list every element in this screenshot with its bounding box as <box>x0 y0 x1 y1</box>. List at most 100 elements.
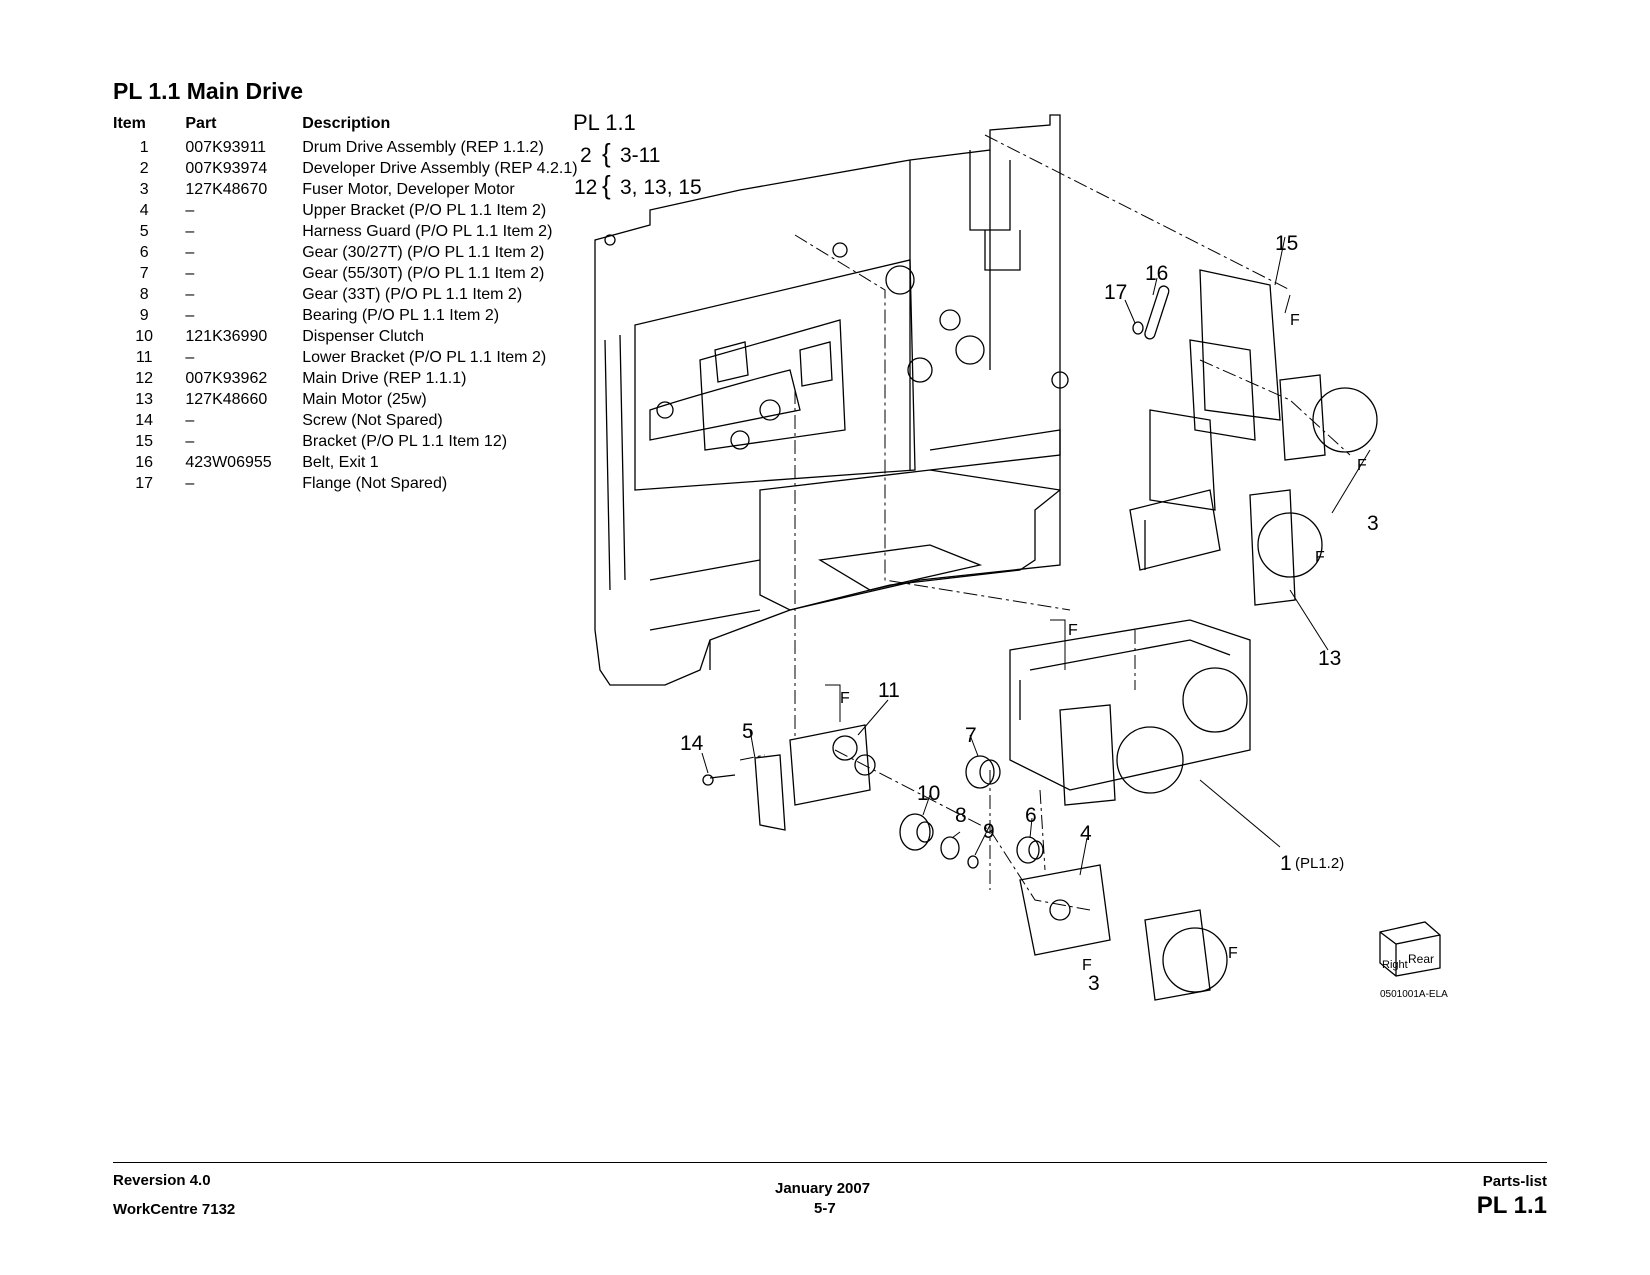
table-row: 17 – Flange (Not Spared) <box>113 473 583 494</box>
cell-description: Drum Drive Assembly (REP 1.1.2) <box>302 139 544 156</box>
cell-item: 6 <box>139 244 149 261</box>
cell-item: 10 <box>135 328 154 345</box>
orientation-right-label: Right <box>1382 959 1408 971</box>
group-line1-number: 2 <box>580 144 592 167</box>
flag-label: F <box>840 690 850 707</box>
cell-part: – <box>185 349 195 366</box>
callout-3-upper: 3 <box>1367 512 1379 535</box>
footer-revision: Reversion 4.0 <box>113 1172 211 1189</box>
cell-description: Main Drive (REP 1.1.1) <box>302 370 467 387</box>
callout-7: 7 <box>965 724 977 747</box>
cell-item: 15 <box>135 433 154 450</box>
callout-1-reference: (PL1.2) <box>1295 855 1344 872</box>
page-title: PL 1.1 Main Drive <box>113 78 304 104</box>
exploded-parts-diagram: PL 1.1 2 { 3-11 12 { 3, 13, 15 15 16 17 … <box>573 110 1448 1001</box>
callout-15: 15 <box>1275 232 1298 255</box>
cell-part: 121K36990 <box>185 328 268 345</box>
header-item: Item <box>113 115 146 132</box>
drum-drive-assembly <box>1009 619 1251 806</box>
cell-part: – <box>185 307 195 324</box>
callout-1: 1 <box>1280 852 1292 875</box>
table-row: 10 121K36990 Dispenser Clutch <box>113 326 583 347</box>
orientation-rear-label: Rear <box>1408 952 1434 966</box>
main-frame-outline <box>594 114 1061 686</box>
cell-item: 3 <box>139 181 149 198</box>
cell-item: 5 <box>139 223 149 240</box>
table-row: 9 – Bearing (P/O PL 1.1 Item 2) <box>113 305 583 326</box>
callout-16: 16 <box>1145 262 1168 285</box>
orientation-cube-icon <box>1379 921 1441 977</box>
cell-item: 17 <box>135 475 154 492</box>
cell-item: 9 <box>139 307 149 324</box>
frame-rail <box>649 369 801 441</box>
belt-and-flange <box>1132 285 1170 340</box>
callout-14: 14 <box>680 732 704 755</box>
callout-4: 4 <box>1080 822 1092 845</box>
cell-item: 11 <box>135 349 153 366</box>
footer-section: Parts-list <box>1482 1173 1547 1190</box>
cell-description: Lower Bracket (P/O PL 1.1 Item 2) <box>302 349 547 366</box>
cell-part: 423W06955 <box>185 454 272 471</box>
cell-part: – <box>185 265 195 282</box>
table-row: 12 007K93962 Main Drive (REP 1.1.1) <box>113 368 583 389</box>
cell-part: 127K48670 <box>185 181 268 198</box>
footer-page-number: 5-7 <box>814 1200 836 1217</box>
cell-part: – <box>185 412 195 429</box>
cell-description: Harness Guard (P/O PL 1.1 Item 2) <box>302 223 553 240</box>
cell-part: 007K93974 <box>185 160 268 177</box>
table-row: 4–Upper Bracket (P/O PL 1.1 Item 2) <box>113 200 583 221</box>
cell-part: – <box>185 286 195 303</box>
table-row: 11 – Lower Bracket (P/O PL 1.1 Item 2) <box>113 347 583 368</box>
flag-label: F <box>1068 622 1078 639</box>
cell-description: Developer Drive Assembly (REP 4.2.1) <box>302 160 578 177</box>
frame-right-column <box>969 150 1021 271</box>
cell-part: 007K93911 <box>185 139 267 156</box>
frame-vertical-line <box>909 150 991 470</box>
cell-item: 12 <box>135 370 154 387</box>
drawing-id: 0501001A-ELA <box>1380 989 1448 1000</box>
callout-13: 13 <box>1318 647 1341 670</box>
header-part: Part <box>185 115 217 132</box>
frame-panel-top <box>634 259 916 491</box>
group-line2-items: 3, 13, 15 <box>620 176 702 199</box>
cell-item: 7 <box>139 265 149 282</box>
cell-part: – <box>185 475 195 492</box>
frame-tray-inner <box>818 544 983 591</box>
cell-description: Dispenser Clutch <box>302 328 425 345</box>
cell-description: Bearing (P/O PL 1.1 Item 2) <box>302 307 500 324</box>
cell-description: Main Motor (25w) <box>302 391 427 408</box>
group-line1-items: 3-11 <box>620 144 660 167</box>
cell-part: – <box>185 202 195 219</box>
frame-right-shelf <box>929 429 1061 471</box>
frame-base-tray <box>759 469 1061 611</box>
cell-item: 14 <box>135 412 154 429</box>
cell-description: Fuser Motor, Developer Motor <box>302 181 515 198</box>
flag-label: F <box>1082 957 1092 974</box>
cell-description: Flange (Not Spared) <box>302 475 448 492</box>
figure-plate-label: PL 1.1 <box>573 110 636 135</box>
group-line2-number: 12 <box>574 176 597 199</box>
upper-bracket-assembly <box>1019 864 1228 1001</box>
cell-description: Screw (Not Spared) <box>302 412 443 429</box>
footer-divider <box>113 1162 1547 1163</box>
table-row: 8–Gear (33T) (P/O PL 1.1 Item 2) <box>113 284 583 305</box>
gear-set <box>899 755 1044 869</box>
flag-label: F <box>1228 945 1238 962</box>
cell-description: Upper Bracket (P/O PL 1.1 Item 2) <box>302 202 547 219</box>
upper-motor-assembly <box>1129 269 1378 606</box>
table-row: 14 – Screw (Not Spared) <box>113 410 583 431</box>
table-row: 15–Bracket (P/O PL 1.1 Item 12) <box>113 431 583 452</box>
table-row: 6–Gear (30/27T) (P/O PL 1.1 Item 2) <box>113 242 583 263</box>
callout-8: 8 <box>955 804 967 827</box>
lower-bracket-assembly <box>702 724 876 831</box>
frame-base-lower <box>649 559 761 670</box>
cell-item: 8 <box>139 286 149 303</box>
cell-item: 16 <box>135 454 154 471</box>
cell-part: 007K93962 <box>185 370 268 387</box>
